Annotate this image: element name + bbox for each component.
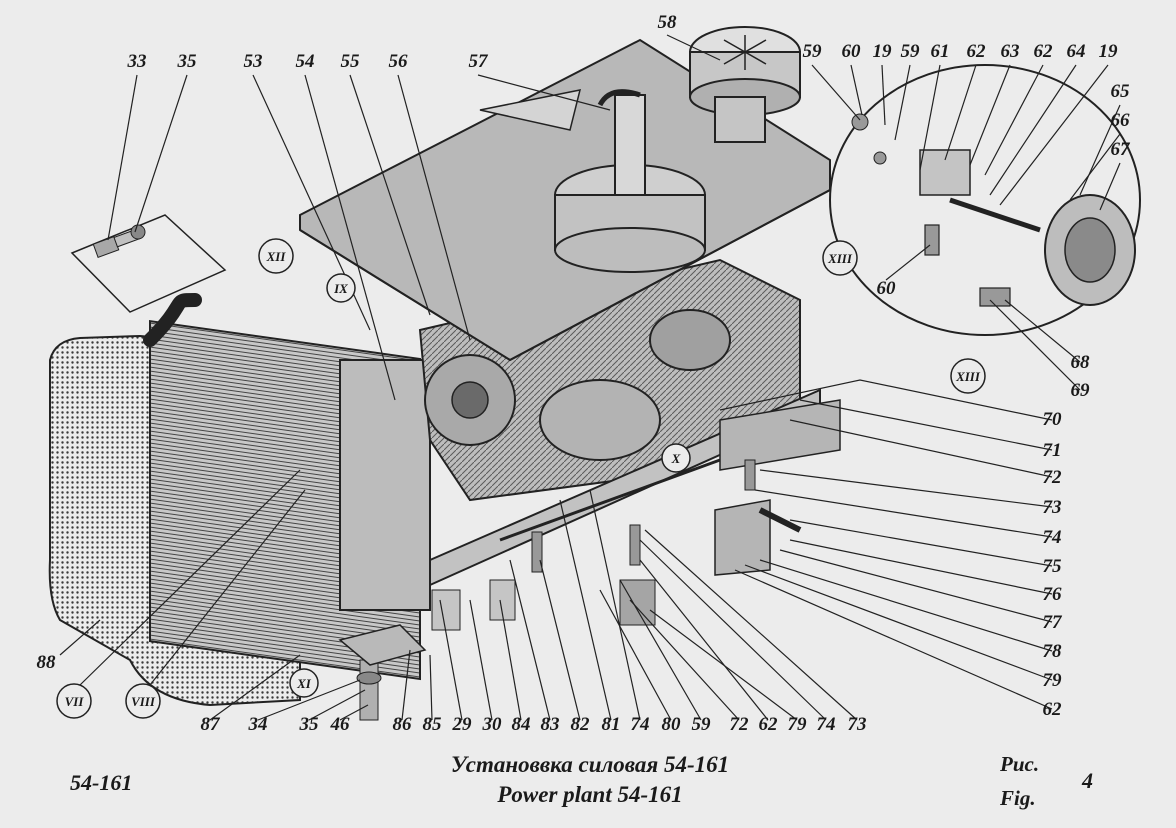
callout-19: 19: [1099, 41, 1119, 62]
callout-74: 74: [817, 714, 836, 735]
callout-73: 73: [1043, 497, 1062, 518]
roman-marker-xiii: XIII: [822, 240, 858, 276]
callout-74: 74: [631, 714, 650, 735]
callout-79: 79: [1043, 670, 1063, 691]
callout-83: 83: [541, 714, 560, 735]
roman-marker-label: VII: [65, 694, 85, 709]
callout-55: 55: [341, 51, 361, 72]
callout-73: 73: [848, 714, 867, 735]
callout-75: 75: [1043, 556, 1063, 577]
figure-label-en: Fig.: [1000, 786, 1036, 810]
figure-number: 4: [1082, 768, 1093, 793]
callout-69: 69: [1071, 380, 1091, 401]
roman-marker-xiii: XIII: [950, 358, 986, 394]
roman-marker-x: X: [661, 443, 691, 473]
roman-marker-label: XIII: [827, 251, 853, 266]
lower-frame-beams: [429, 388, 841, 587]
callout-88: 88: [37, 652, 57, 673]
callout-33: 33: [127, 51, 147, 72]
callout-68: 68: [1071, 352, 1091, 373]
drawing-code: 54-161: [70, 770, 133, 795]
detail-inset-oval: [829, 64, 1141, 336]
callout-59: 59: [803, 41, 823, 62]
roman-marker-xii: XII: [258, 238, 294, 274]
callout-82: 82: [571, 714, 591, 735]
callout-56: 56: [389, 51, 409, 72]
roman-marker-label: XII: [266, 249, 287, 264]
callout-74: 74: [1043, 527, 1062, 548]
radiator-core: [143, 293, 431, 681]
callout-19: 19: [873, 41, 893, 62]
roman-marker-label: XI: [296, 676, 312, 691]
callout-46: 46: [330, 714, 351, 735]
roman-marker-ix: IX: [326, 273, 356, 303]
callout-58: 58: [658, 12, 678, 33]
callout-87: 87: [201, 714, 222, 735]
roman-marker-label: IX: [333, 281, 348, 296]
roman-marker-label: VIII: [131, 694, 156, 709]
callout-66: 66: [1111, 110, 1131, 131]
roman-marker-label: X: [671, 451, 681, 466]
callout-79: 79: [788, 714, 808, 735]
roman-marker-xi: XI: [289, 668, 319, 698]
callout-59: 59: [692, 714, 712, 735]
callout-72: 72: [1043, 467, 1063, 488]
callout-54: 54: [296, 51, 315, 72]
callout-53: 53: [244, 51, 263, 72]
callout-71: 71: [1043, 440, 1062, 461]
callout-60: 60: [877, 278, 897, 299]
callout-61: 61: [931, 41, 950, 62]
callout-60: 60: [842, 41, 862, 62]
callout-76: 76: [1043, 584, 1063, 605]
figure-label-ru: Рис.: [1000, 752, 1040, 776]
callout-78: 78: [1043, 641, 1063, 662]
callout-62: 62: [967, 41, 987, 62]
callout-86: 86: [393, 714, 413, 735]
precleaner: [689, 26, 801, 143]
callout-62: 62: [1034, 41, 1054, 62]
callout-62: 62: [759, 714, 779, 735]
roman-marker-label: XIII: [955, 369, 981, 384]
roman-marker-viii: VIII: [125, 683, 161, 719]
callout-29: 29: [452, 714, 473, 735]
callout-34: 34: [248, 714, 268, 735]
callout-59: 59: [901, 41, 921, 62]
callout-57: 57: [469, 51, 490, 72]
bracket-bolt-inset: [70, 214, 227, 313]
callout-62: 62: [1043, 699, 1063, 720]
title-russian: Установвка силовая 54-161: [450, 752, 730, 777]
callout-35: 35: [299, 714, 320, 735]
callout-63: 63: [1001, 41, 1020, 62]
leader-lines: [59, 34, 1121, 721]
callout-65: 65: [1111, 81, 1131, 102]
callout-81: 81: [602, 714, 621, 735]
title-english: Power plant 54-161: [497, 782, 683, 807]
callout-80: 80: [662, 714, 682, 735]
callout-70: 70: [1043, 409, 1063, 430]
callout-67: 67: [1111, 139, 1132, 160]
roman-marker-vii: VII: [56, 683, 92, 719]
title-block: Установвка силовая 54-161 Power plant 54…: [420, 752, 760, 808]
callout-85: 85: [423, 714, 443, 735]
mounting-hardware: [338, 459, 802, 721]
callout-labels: 33 35 53 54 55 56 57 58 59 60 19 59 61 62 63 62 64 19 65 66…: [37, 12, 1132, 735]
callout-77: 77: [1043, 612, 1064, 633]
callout-64: 64: [1067, 41, 1086, 62]
callout-84: 84: [512, 714, 531, 735]
callout-72: 72: [730, 714, 750, 735]
callout-35: 35: [177, 51, 198, 72]
callout-30: 30: [482, 714, 503, 735]
air-cleaner: [554, 89, 706, 273]
